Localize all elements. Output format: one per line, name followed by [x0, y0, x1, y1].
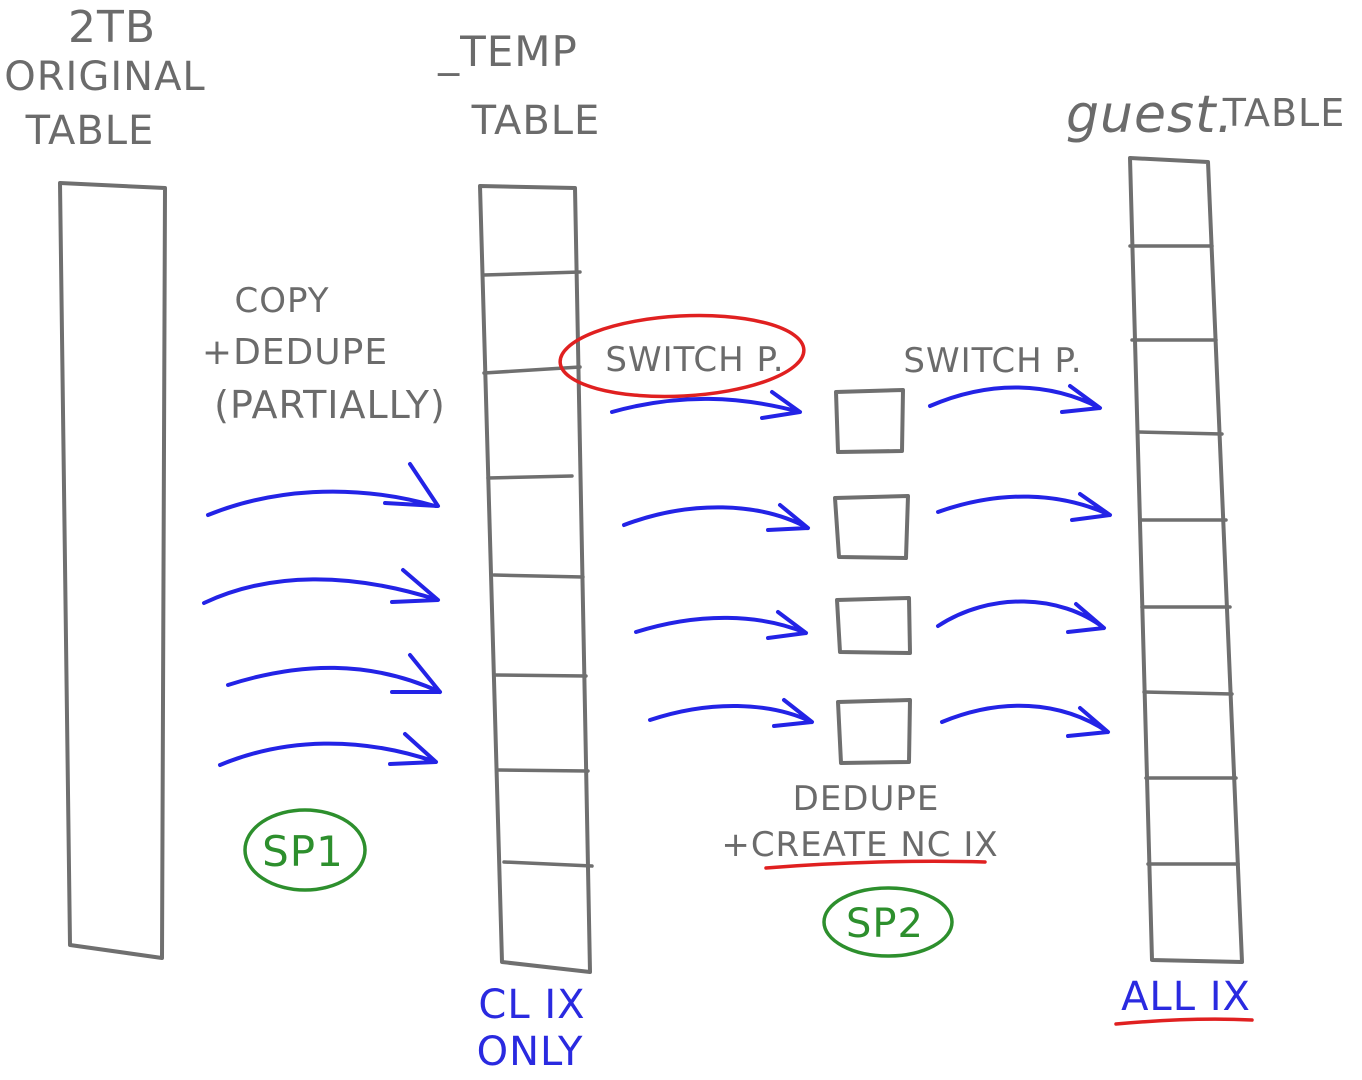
staging-tables: [833, 388, 912, 765]
temp-table-header: _TEMP TABLE: [437, 27, 601, 144]
original-table: [58, 181, 167, 960]
create-index-underline: [764, 859, 987, 870]
guest-schema-label: guest.: [1066, 85, 1234, 145]
all-index-underline: [1114, 1017, 1254, 1026]
original-size-label: 2TB: [68, 2, 156, 53]
svg-text:+CREATE NC IX: +CREATE NC IX: [721, 825, 998, 865]
sp2-badge: SP2: [846, 901, 924, 947]
sp1-badge-outline: [243, 808, 367, 892]
guest-index-caption: ALL IX: [1121, 974, 1251, 1020]
switch-highlight-circle: [558, 313, 806, 399]
switch-label-2: SWITCH P.: [903, 341, 1082, 381]
svg-text:COPY: COPY: [234, 281, 329, 321]
sp2-badge-outline: [822, 886, 954, 958]
switch-arrows-2: [928, 384, 1112, 738]
copy-dedupe-note: COPY +DEDUPE (PARTIALLY): [202, 281, 446, 427]
svg-text:(PARTIALLY): (PARTIALLY): [214, 383, 446, 427]
guest-table-header: guest. TABLE: [1066, 85, 1346, 145]
sp1-badge: SP1: [262, 827, 344, 876]
dedupe-create-note: DEDUPE +CREATE NC IX: [721, 779, 998, 865]
guest-table-label: TABLE: [1222, 91, 1346, 135]
original-label: ORIGINAL: [4, 54, 205, 100]
original-table-header: 2TB ORIGINAL TABLE: [4, 2, 205, 154]
svg-text:DEDUPE: DEDUPE: [793, 779, 940, 819]
temp-table-label: TABLE: [471, 98, 601, 144]
temp-name-label: _TEMP: [437, 27, 578, 76]
temp-only-caption: ONLY: [477, 1029, 584, 1075]
switch-arrows-1: [610, 390, 814, 728]
copy-arrows: [202, 462, 442, 767]
svg-text:+DEDUPE: +DEDUPE: [202, 332, 388, 373]
switch-label-1: SWITCH P.: [605, 340, 784, 380]
temp-index-caption: CL IX: [478, 982, 585, 1028]
original-table-label: TABLE: [25, 108, 155, 154]
guest-table: [1128, 156, 1244, 964]
temp-table: [478, 184, 594, 974]
